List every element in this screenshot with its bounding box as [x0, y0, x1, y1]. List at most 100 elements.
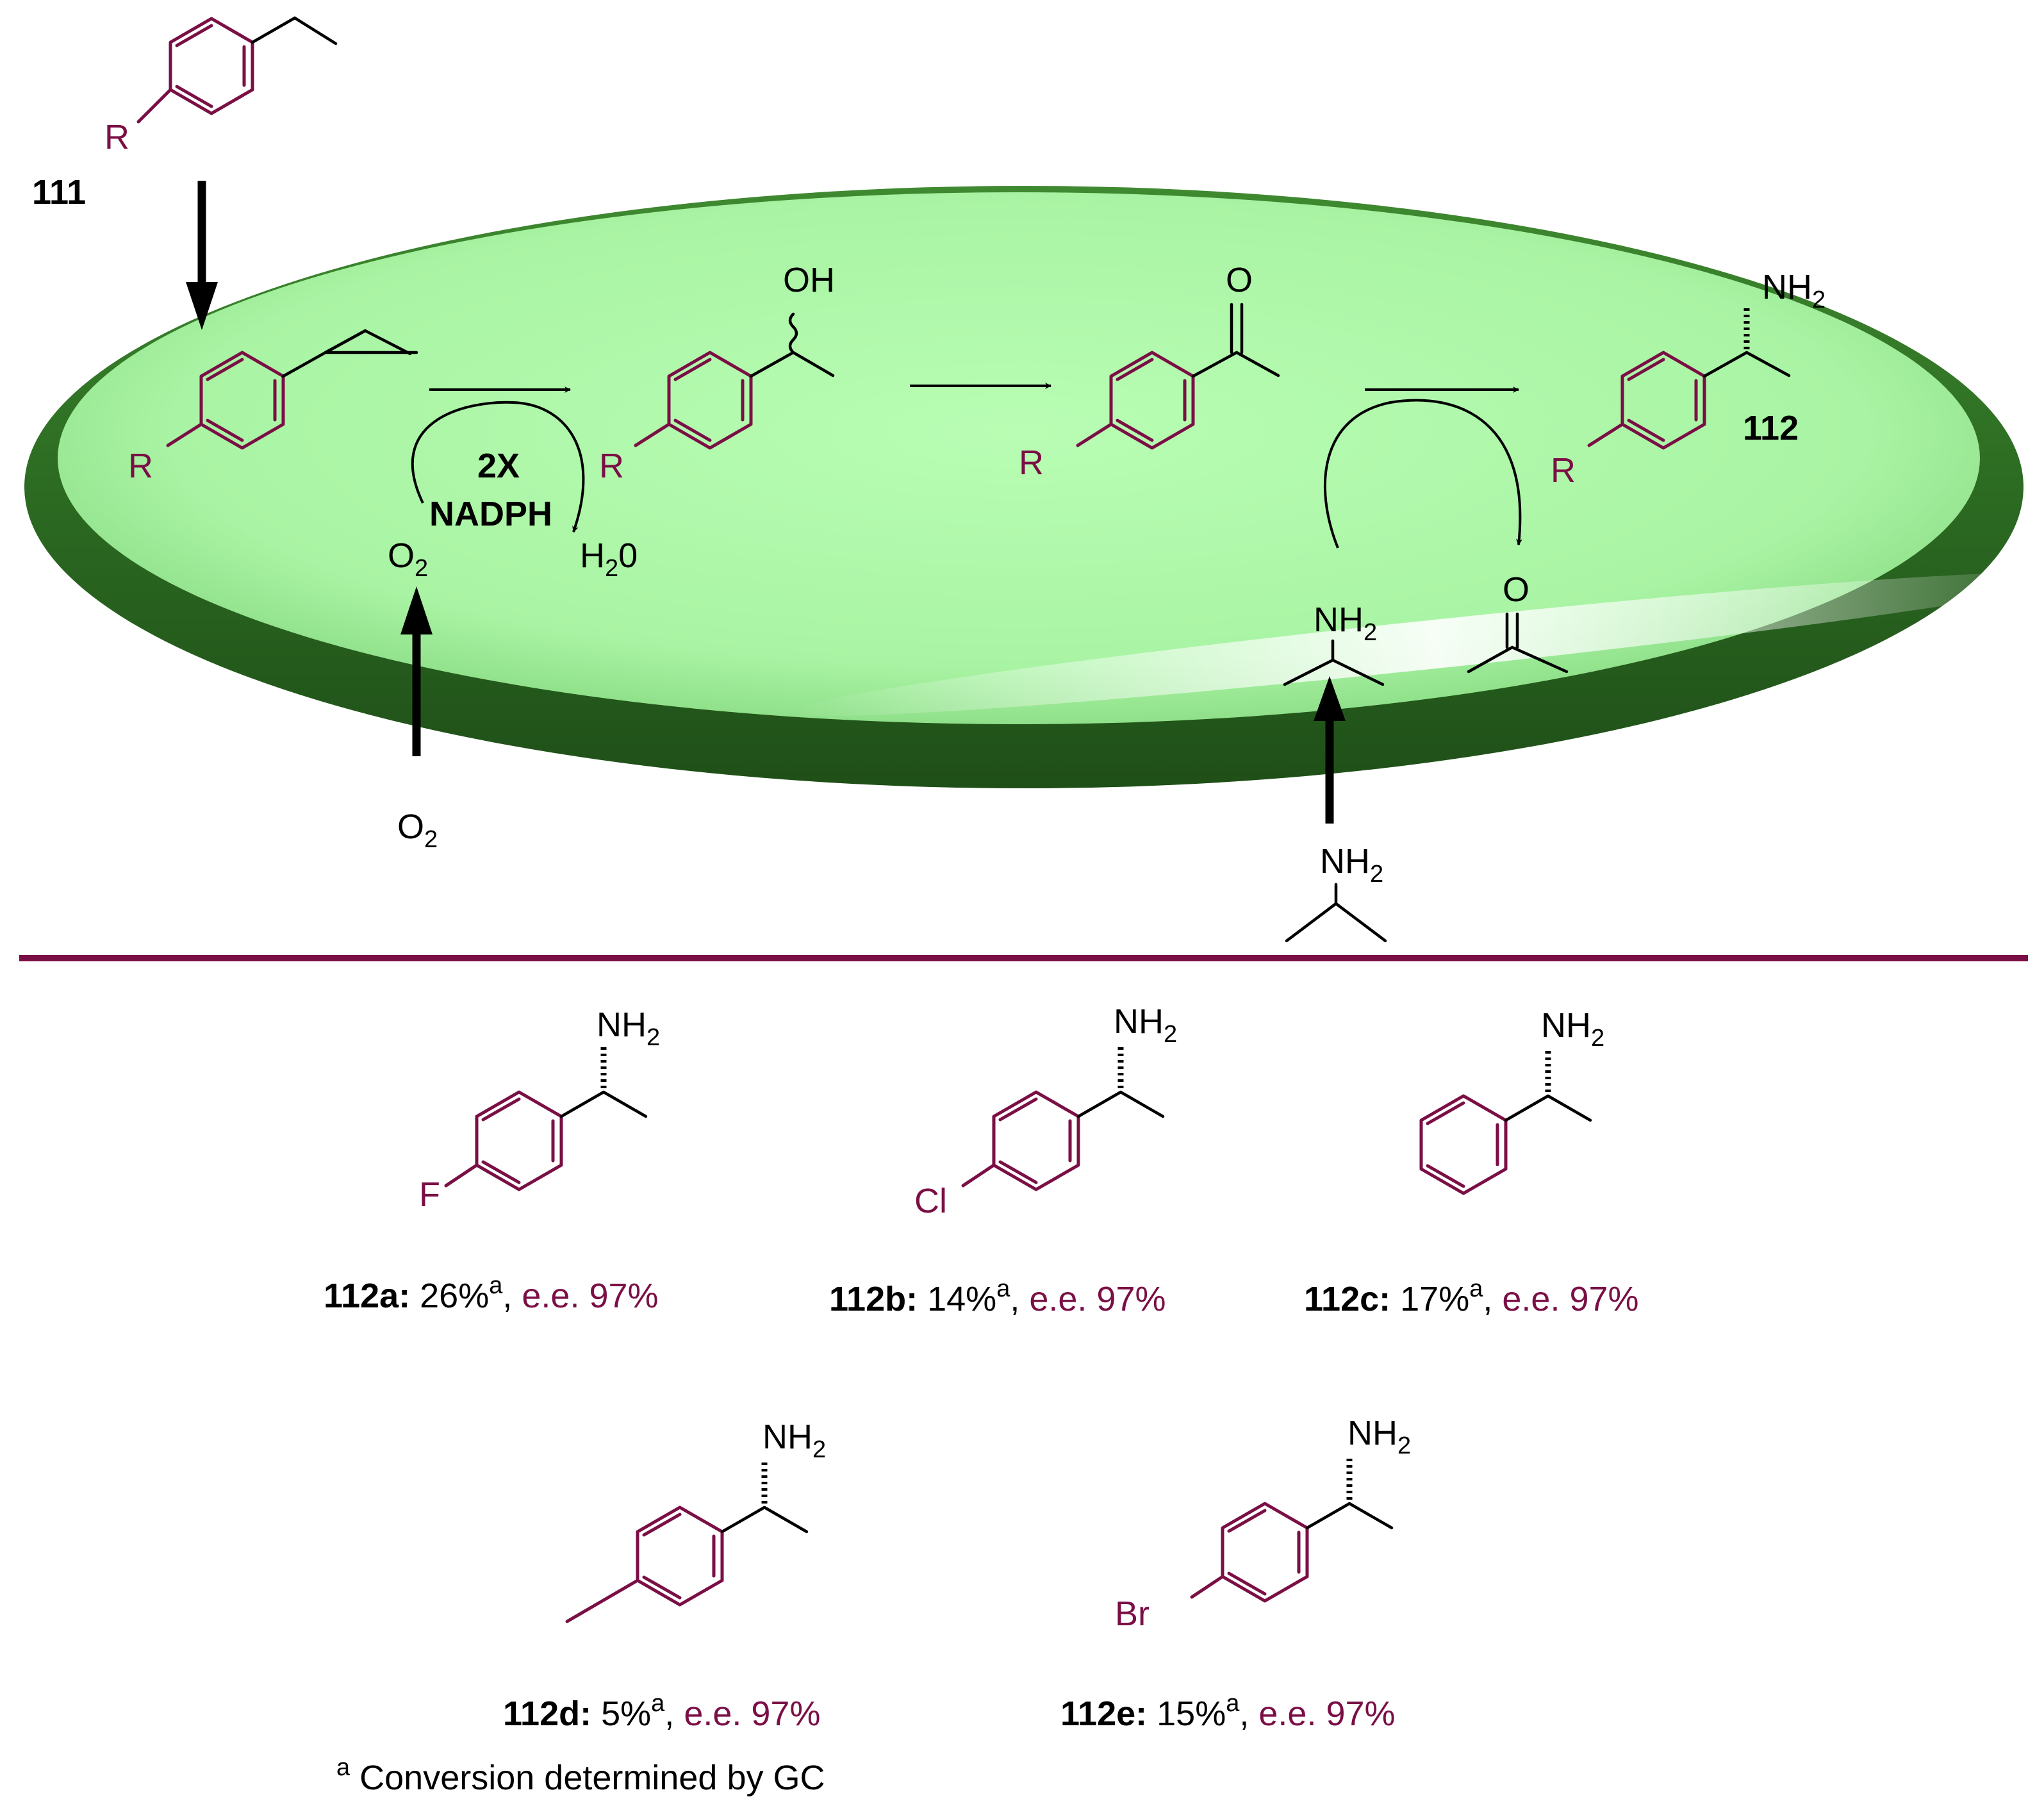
ring-inner-bond: [1116, 358, 1154, 381]
amino-label: NH2: [1114, 1002, 1177, 1048]
substituent-label: Cl: [914, 1182, 947, 1220]
molecule-alcohol: OH R: [599, 261, 835, 485]
oxygen-uptake-arrowhead: [400, 586, 433, 634]
substituent-label: F: [419, 1175, 440, 1214]
bond: [1076, 1090, 1123, 1118]
ring-inner-bond: [1116, 419, 1154, 442]
ring-inner-bond: [175, 24, 213, 47]
ethyl-chain: [251, 16, 338, 46]
bond: [1191, 351, 1239, 378]
ring-inner-bond: [642, 1575, 682, 1600]
ring-inner-bond: [206, 419, 244, 442]
benzene-ring: [169, 17, 254, 115]
oxygen-outside-label: O2: [397, 808, 438, 853]
amino-label: NH2: [597, 1006, 660, 1051]
product-112a: NH2 F: [419, 1006, 660, 1214]
footnote: a Conversion determined by GC: [336, 1754, 825, 1797]
bond: [634, 422, 671, 447]
ring-inner-bond: [481, 1160, 521, 1184]
hydroxyl-label: OH: [783, 261, 835, 299]
water-product: H20: [580, 536, 638, 582]
ring-inner-bond: [998, 1160, 1038, 1184]
amine-donor-inside: NH2: [1283, 601, 1385, 686]
water-label: H20: [580, 536, 638, 582]
bond: [961, 1163, 996, 1188]
substituent-r: R: [128, 447, 153, 485]
cell-highlight: [791, 572, 2044, 717]
result-112d: 112d: 5%a, e.e. 97%: [503, 1690, 820, 1733]
amine-uptake-arrowhead: [1314, 676, 1346, 721]
benzene-ring: [636, 1505, 724, 1607]
bond: [1546, 1094, 1592, 1122]
amino-label: NH2: [1762, 268, 1826, 313]
bond: [166, 422, 203, 447]
molecule-ketone: O R: [1019, 261, 1280, 482]
amino-label: NH2: [762, 1418, 826, 1463]
substituent-r: R: [599, 447, 624, 485]
result-112e: 112e: 15%a, e.e. 97%: [1060, 1690, 1396, 1733]
acetone-chain: [1467, 645, 1569, 674]
bond: [1076, 422, 1113, 447]
ring-inner-bond: [175, 85, 213, 108]
cofactor-2x: 2X: [477, 447, 520, 485]
methyl-bond: [565, 1579, 639, 1623]
product-112e: NH2 Br: [1115, 1414, 1411, 1633]
ring-inner-bond: [1426, 1164, 1465, 1188]
molecule-111: R 111: [32, 16, 338, 211]
ring-inner-bond: [673, 358, 712, 381]
ring-inner-bond: [1627, 358, 1665, 381]
bond: [1702, 351, 1749, 378]
bond: [559, 1090, 606, 1118]
amine-inside-label: NH2: [1314, 601, 1377, 646]
cell-interior: [58, 192, 1980, 724]
bond: [1190, 1575, 1224, 1599]
result-112b: 112b: 14%a, e.e. 97%: [829, 1275, 1166, 1318]
isopropyl-chain: [1285, 902, 1387, 943]
molecule-112: NH2 112 R: [1551, 268, 1826, 490]
compound-label-112: 112: [1743, 409, 1799, 447]
ring-inner-bond: [1426, 1101, 1465, 1125]
bond: [1348, 1502, 1394, 1530]
ring-inner-bond: [1227, 1509, 1267, 1533]
bond: [1119, 1090, 1165, 1118]
benzene-ring: [1221, 1502, 1309, 1603]
isopropyl-chain: [1283, 658, 1385, 686]
ring-inner-bond: [642, 1512, 682, 1537]
ethyl-chain: [324, 329, 412, 356]
bond: [1587, 422, 1624, 447]
cofactor-nadph: NADPH: [429, 495, 552, 533]
amine-outside-label: NH2: [1320, 842, 1383, 888]
compound-label-111: 111: [32, 173, 86, 211]
bond: [762, 1505, 809, 1534]
substituent-r: R: [104, 118, 129, 156]
wavy-bond: [788, 312, 798, 354]
bond: [791, 351, 835, 377]
substituent-r: R: [1551, 451, 1576, 490]
product-112d: NH2: [565, 1418, 826, 1623]
bond: [1745, 351, 1791, 377]
bond: [1235, 351, 1280, 377]
acetone-byproduct: O: [1467, 570, 1569, 674]
bond: [720, 1505, 766, 1534]
ring-inner-bond: [481, 1097, 521, 1122]
amino-label: NH2: [1541, 1006, 1604, 1052]
cofactor-curved-arrow: [411, 401, 585, 533]
ring-inner-bond: [1227, 1571, 1267, 1596]
result-112c: 112c: 17%a, e.e. 97%: [1304, 1275, 1639, 1318]
ring-inner-bond: [1627, 419, 1665, 442]
amino-label: NH2: [1348, 1414, 1411, 1459]
ring-inner-bond: [206, 358, 244, 381]
bond: [602, 1090, 648, 1118]
ring-inner-bond: [998, 1097, 1038, 1122]
amine-donor-outside: NH2: [1285, 842, 1387, 943]
bond: [136, 88, 172, 124]
substituent-r: R: [1019, 443, 1044, 482]
result-112a: 112a: 26%a, e.e. 97%: [324, 1272, 659, 1315]
acetone-oxygen-label: O: [1503, 570, 1529, 609]
benzene-ring: [992, 1090, 1080, 1191]
product-112c: NH2: [1419, 1006, 1604, 1195]
substituent-label: Br: [1115, 1595, 1150, 1633]
bond: [1305, 1502, 1351, 1530]
bond: [444, 1163, 479, 1188]
